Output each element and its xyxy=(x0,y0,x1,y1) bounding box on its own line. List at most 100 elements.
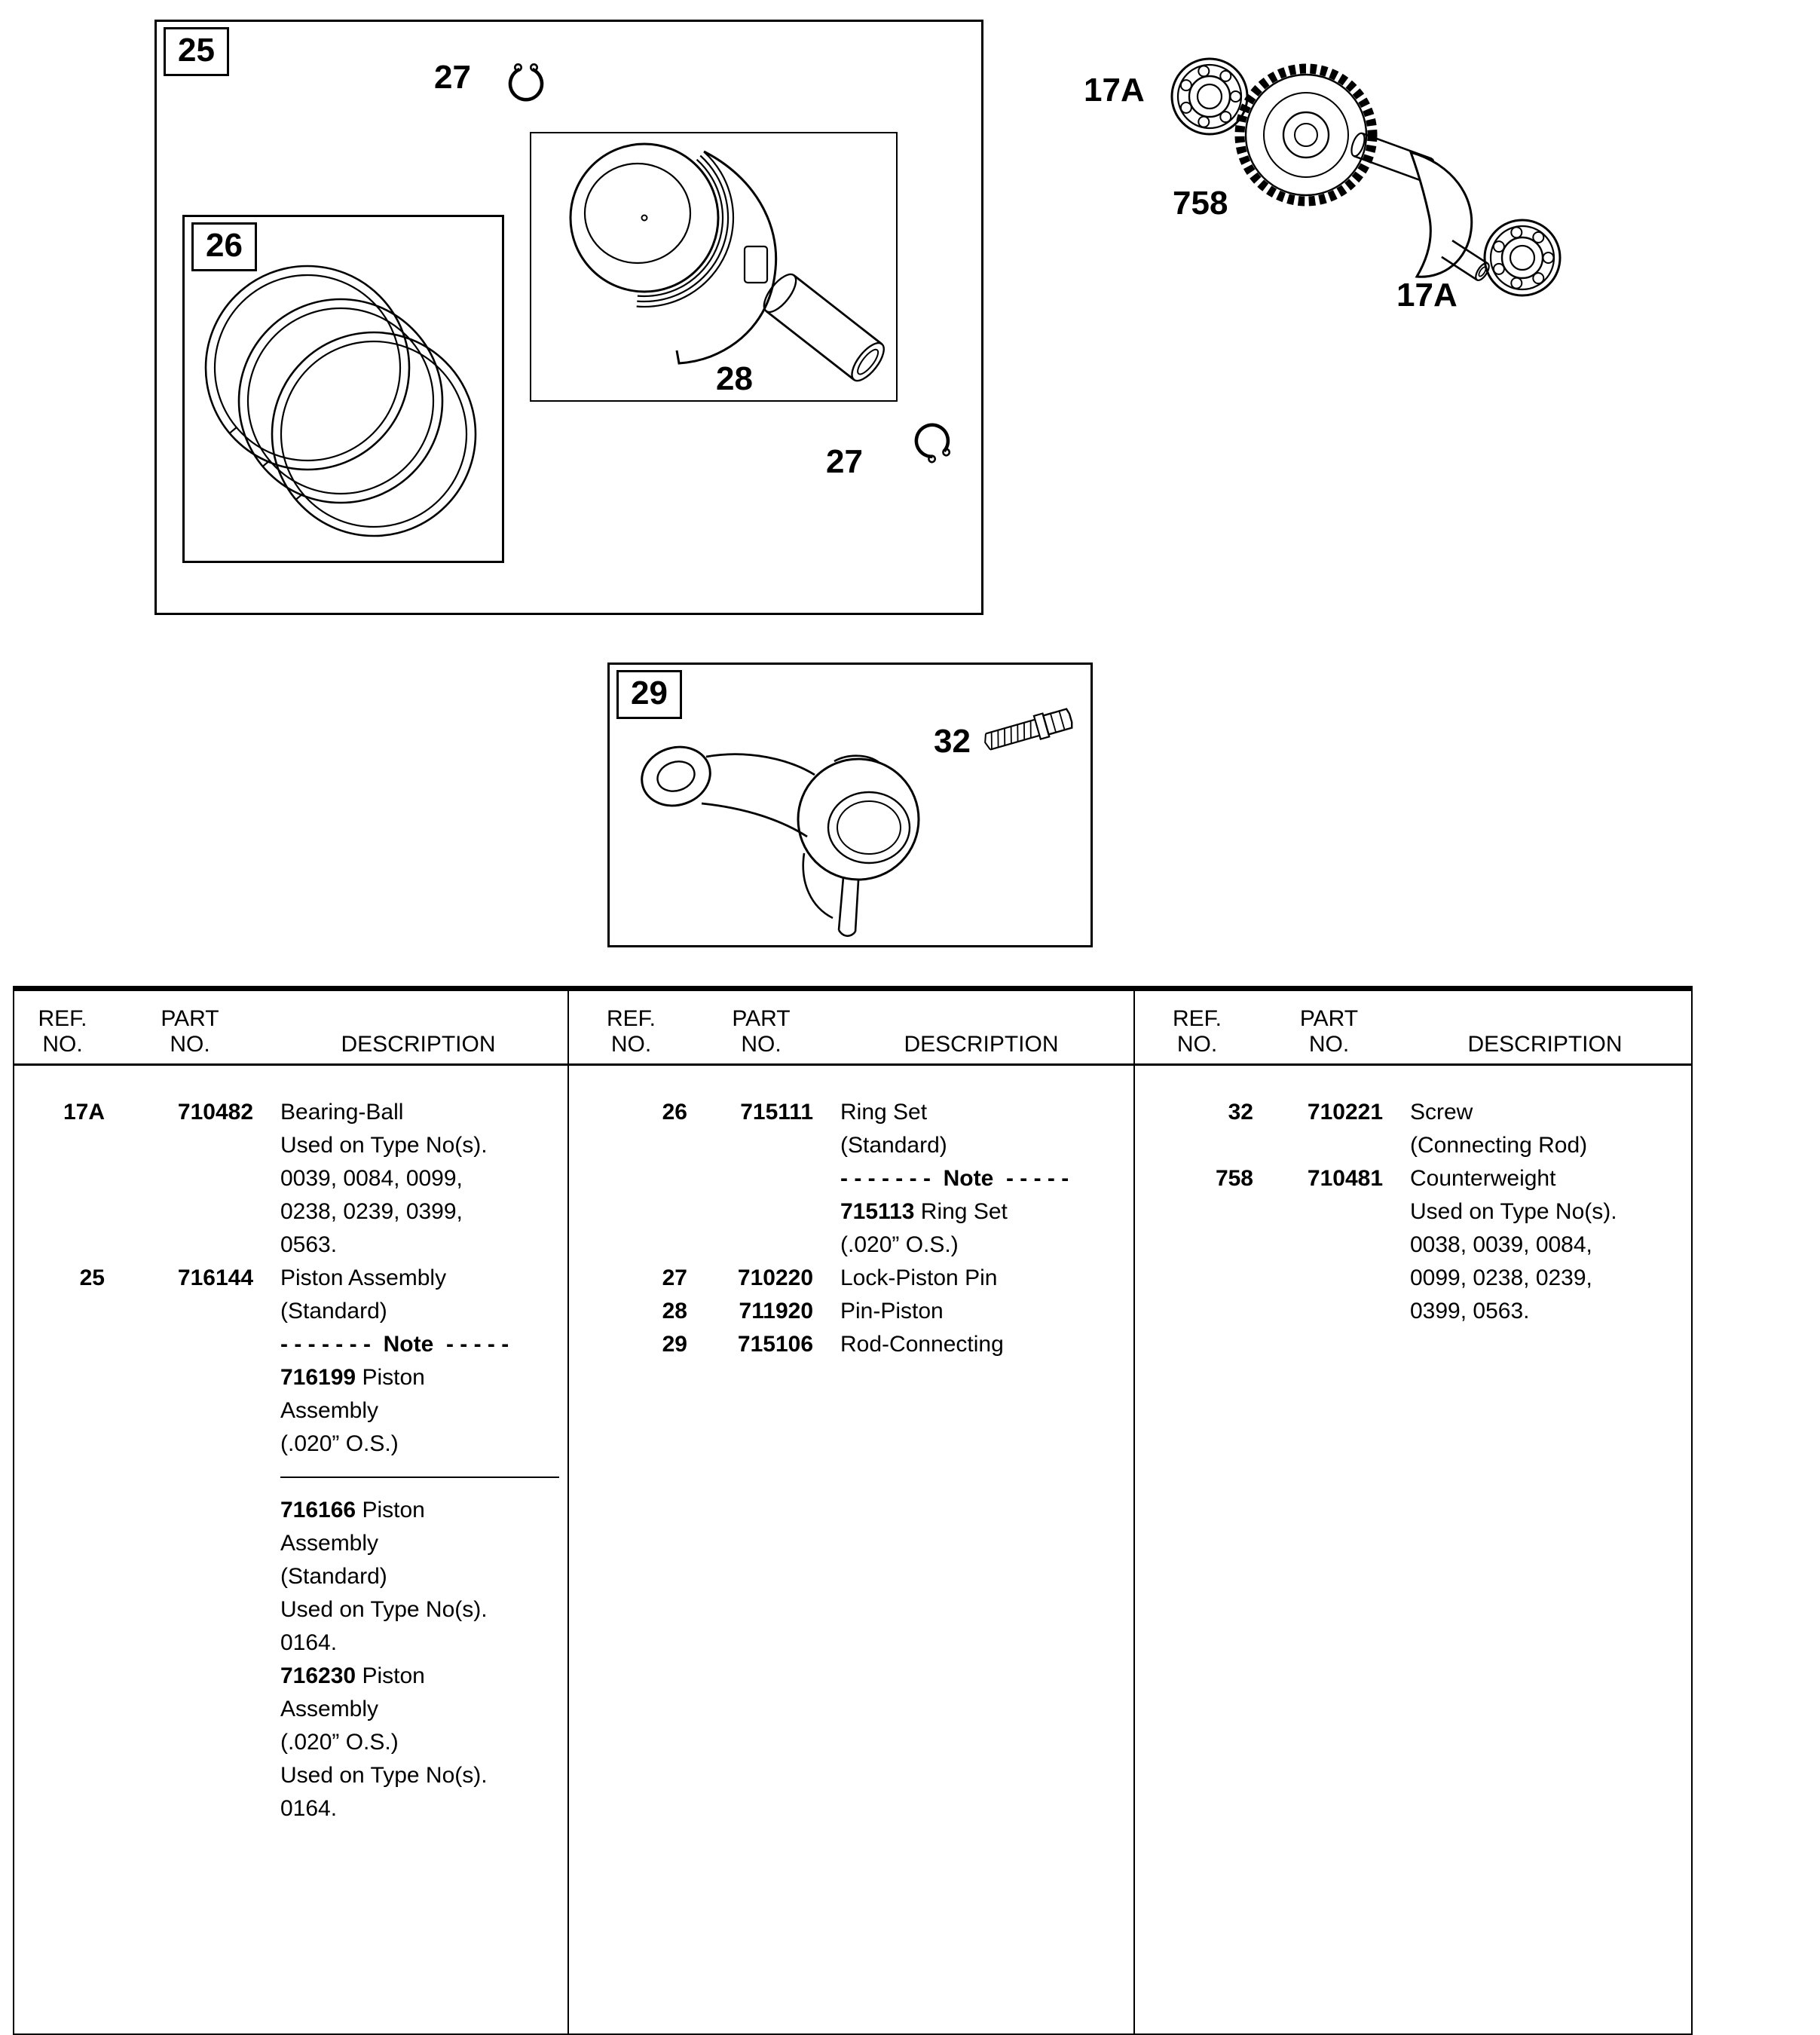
box-25-label: 25 xyxy=(164,27,229,76)
description-line: (.020” O.S.) xyxy=(280,1726,567,1759)
description-line: (.020” O.S.) xyxy=(840,1229,1133,1262)
piston-box xyxy=(530,132,898,402)
piston-rings-drawing xyxy=(204,265,477,537)
ref-no: 28 xyxy=(662,1299,687,1324)
description-line: 0164. xyxy=(280,1626,567,1660)
description-segment: 0238, 0239, 0399, xyxy=(280,1199,463,1224)
description-segment: Counterweight xyxy=(1410,1166,1556,1191)
description-line: 0164. xyxy=(280,1792,567,1825)
description-segment: 0164. xyxy=(280,1796,338,1821)
description-segment: 716230 xyxy=(280,1663,362,1688)
description-segment: 0164. xyxy=(280,1630,338,1655)
description: Ring Set (Standard) - - - - - - - Note - -… xyxy=(829,1096,1133,1262)
description-line: 716230 Piston xyxy=(280,1660,567,1693)
description-segment: Piston Assembly xyxy=(280,1265,447,1290)
description-line: 0099, 0238, 0239, xyxy=(1410,1262,1691,1295)
part-no: 715106 xyxy=(737,1332,813,1357)
description-line: Used on Type No(s). xyxy=(280,1759,567,1792)
table-header: REF. NO. PART NO. DESCRIPTION xyxy=(1135,991,1691,1066)
description-header: DESCRIPTION xyxy=(904,1032,1059,1057)
piston-ring xyxy=(271,331,477,537)
description-segment: (Connecting Rod) xyxy=(1410,1133,1588,1158)
description-segment: Screw xyxy=(1410,1100,1473,1125)
description-line: 0038, 0039, 0084, xyxy=(1410,1229,1691,1262)
description: Pin-Piston xyxy=(829,1295,1133,1328)
description-line: - - - - - - - Note - - - - - xyxy=(280,1328,567,1361)
ref-no: 27 xyxy=(662,1265,687,1290)
table-header: REF. NO. PART NO. DESCRIPTION xyxy=(14,991,567,1066)
screw-drawing xyxy=(984,708,1073,751)
description-line: 0399, 0563. xyxy=(1410,1295,1691,1328)
ball-bearing-icon xyxy=(1483,219,1562,297)
part-no: 710482 xyxy=(177,1100,253,1125)
description-segment: (Standard) xyxy=(840,1133,947,1158)
description-line: 716166 Piston xyxy=(280,1494,567,1527)
description-segment: Ring Set xyxy=(840,1100,928,1125)
description-header: DESCRIPTION xyxy=(341,1032,496,1057)
description-line: (Connecting Rod) xyxy=(1410,1129,1691,1162)
retaining-clip-icon xyxy=(508,63,544,102)
ref-no-header: REF. NO. xyxy=(606,1006,656,1057)
piston-pin-label: 28 xyxy=(716,360,753,397)
description-segment: 0399, 0563. xyxy=(1410,1299,1530,1324)
description-segment: Used on Type No(s). xyxy=(280,1597,488,1622)
description-segment: (Standard) xyxy=(280,1564,387,1589)
description-segment: 0039, 0084, 0099, xyxy=(280,1166,463,1191)
part-no: 716144 xyxy=(177,1265,253,1290)
counterweight-drawing xyxy=(1409,150,1473,278)
description-line: 0563. xyxy=(280,1229,567,1262)
description-segment: Piston xyxy=(362,1498,425,1522)
ref-no-header: REF. NO. xyxy=(38,1006,87,1057)
description-line: Rod-Connecting xyxy=(840,1328,1133,1361)
description-segment: Used on Type No(s). xyxy=(280,1763,488,1788)
description-line: (.020” O.S.) xyxy=(280,1428,567,1461)
ref-no-header: REF. NO. xyxy=(1172,1006,1222,1057)
description-segment: 0038, 0039, 0084, xyxy=(1410,1232,1592,1257)
description-line: Pin-Piston xyxy=(840,1295,1133,1328)
description-segment: 716199 xyxy=(280,1365,362,1390)
description-line: 0039, 0084, 0099, xyxy=(280,1162,567,1195)
description-segment: Piston xyxy=(362,1365,425,1390)
piston-drawing xyxy=(569,142,885,382)
description-line: Bearing-Ball xyxy=(280,1096,567,1129)
description-segment: Ring Set xyxy=(920,1199,1008,1224)
connecting-rod-drawing xyxy=(641,745,920,938)
part-no-header: PART NO. xyxy=(732,1006,791,1057)
description-segment: Assembly xyxy=(280,1398,379,1423)
piston-ring xyxy=(204,265,411,471)
description-line: (Standard) xyxy=(280,1295,567,1328)
crankshaft-drawing xyxy=(1170,57,1562,297)
part-no-header: PART NO. xyxy=(161,1006,219,1057)
diagram-box-25: 25 27 26 xyxy=(154,20,983,615)
clip-bottom-label: 27 xyxy=(826,443,863,480)
description-line: Used on Type No(s). xyxy=(280,1129,567,1162)
diagram-box-26: 26 xyxy=(182,215,504,563)
part-no: 710481 xyxy=(1307,1166,1383,1191)
piston-pin-drawing xyxy=(763,273,885,382)
description-segment: 0563. xyxy=(280,1232,338,1257)
description-segment: Rod-Connecting xyxy=(840,1332,1004,1357)
description-line: Lock-Piston Pin xyxy=(840,1262,1133,1295)
description-segment: 715113 xyxy=(840,1199,921,1224)
description-divider xyxy=(280,1461,567,1494)
description-line: Assembly xyxy=(280,1527,567,1560)
description-segment: Used on Type No(s). xyxy=(1410,1199,1617,1224)
description-line: Screw xyxy=(1410,1096,1691,1129)
description-line: (Standard) xyxy=(840,1129,1133,1162)
description-line: - - - - - - - Note - - - - - xyxy=(840,1162,1133,1195)
description-line: Used on Type No(s). xyxy=(1410,1195,1691,1229)
description-segment: Pin-Piston xyxy=(840,1299,944,1324)
box-29-label: 29 xyxy=(616,670,682,719)
description-segment: Lock-Piston Pin xyxy=(840,1265,998,1290)
